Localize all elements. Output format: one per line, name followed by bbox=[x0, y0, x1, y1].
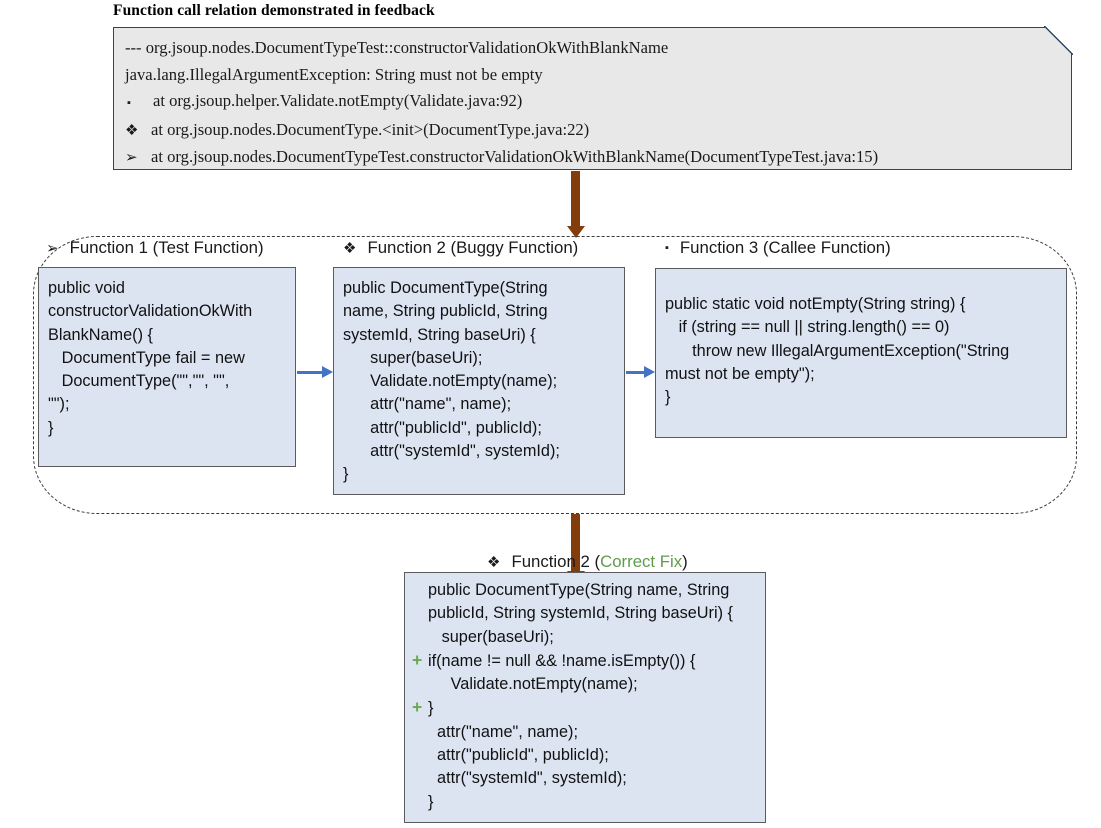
fix-code-text: } bbox=[428, 699, 434, 718]
fix-code-line: attr("name", name); bbox=[412, 721, 765, 744]
fix-code-line: +} bbox=[412, 696, 765, 720]
arrowhead-bullet-icon: ➢ bbox=[46, 240, 59, 257]
feedback-callout-box: --- org.jsoup.nodes.DocumentTypeTest::co… bbox=[113, 26, 1072, 172]
feedback-header-line-1: java.lang.IllegalArgumentException: Stri… bbox=[125, 64, 543, 84]
function-2-label-text: Function 2 (Buggy Function) bbox=[367, 238, 579, 257]
function-1-label: ➢ Function 1 (Test Function) bbox=[46, 238, 264, 258]
diamond-bullet-icon: ❖ bbox=[343, 240, 357, 257]
correct-fix-label-suffix: ) bbox=[682, 552, 688, 571]
function-3-label-text: Function 3 (Callee Function) bbox=[679, 238, 891, 257]
correct-fix-tag: Correct Fix bbox=[600, 552, 683, 571]
stack-frame-1: ❖ at org.jsoup.nodes.DocumentType.<init>… bbox=[125, 117, 1062, 145]
fix-code-line: attr("publicId", publicId); bbox=[412, 744, 765, 767]
stack-frame-text: at org.jsoup.nodes.DocumentTypeTest.cons… bbox=[151, 147, 879, 166]
fix-code-text: public DocumentType(String name, String bbox=[428, 581, 730, 599]
function-2-code-box: public DocumentType(String name, String … bbox=[333, 267, 625, 495]
square-bullet-icon: ▪ bbox=[665, 242, 669, 254]
function-3-code-box: public static void notEmpty(String strin… bbox=[655, 268, 1067, 438]
diamond-bullet-icon: ❖ bbox=[125, 122, 139, 139]
fix-code-line: + if(name != null && !name.isEmpty()) { bbox=[412, 649, 765, 673]
arrowhead-bullet-icon: ➢ bbox=[125, 150, 138, 166]
page-title: Function call relation demonstrated in f… bbox=[113, 2, 435, 19]
function-1-label-text: Function 1 (Test Function) bbox=[69, 238, 264, 257]
down-arrow-feedback-to-functions-icon bbox=[566, 171, 585, 238]
feedback-header-line-0: --- org.jsoup.nodes.DocumentTypeTest::co… bbox=[125, 38, 669, 57]
arrowhead-icon bbox=[566, 226, 585, 238]
fix-code-line: publicId, String systemId, String baseUr… bbox=[412, 602, 765, 625]
correct-fix-label-prefix: Function 2 ( bbox=[511, 552, 601, 571]
stack-frame-0: ▪ at org.jsoup.helper.Validate.notEmpty(… bbox=[125, 88, 1062, 117]
stack-frame-text: at org.jsoup.helper.Validate.notEmpty(Va… bbox=[153, 91, 523, 110]
fix-code-text: attr("publicId", publicId); bbox=[428, 746, 609, 765]
arrowhead-icon bbox=[644, 366, 655, 379]
function-3-label: ▪ Function 3 (Callee Function) bbox=[665, 238, 891, 258]
fix-code-line: public DocumentType(String name, String bbox=[412, 579, 765, 602]
fix-code-text: publicId, String systemId, String baseUr… bbox=[428, 604, 733, 623]
diamond-bullet-icon: ❖ bbox=[487, 554, 501, 571]
fix-code-text: attr("name", name); bbox=[428, 722, 578, 741]
fix-code-text: Validate.notEmpty(name); bbox=[428, 675, 638, 694]
fix-code-line: } bbox=[412, 791, 765, 814]
correct-fix-code-box: public DocumentType(String name, String p… bbox=[404, 572, 766, 823]
fix-code-line: attr("systemId", systemId); bbox=[412, 767, 765, 790]
feedback-text: --- org.jsoup.nodes.DocumentTypeTest::co… bbox=[125, 35, 1062, 172]
correct-fix-label: ❖ Function 2 (Correct Fix) bbox=[487, 552, 688, 572]
stack-frame-2: ➢ at org.jsoup.nodes.DocumentTypeTest.co… bbox=[125, 144, 1062, 172]
callout-shape bbox=[113, 27, 1072, 170]
function-2-label: ❖ Function 2 (Buggy Function) bbox=[343, 238, 578, 258]
call-relation-group-container bbox=[33, 236, 1077, 514]
diff-added-plus-icon: + bbox=[412, 697, 423, 718]
function-1-code-box: public void constructorValidationOkWith … bbox=[38, 267, 296, 467]
fix-code-text: super(baseUri); bbox=[428, 627, 554, 646]
correct-fix-label-text: Function 2 (Correct Fix) bbox=[511, 552, 687, 572]
arrow-function-2-to-function-3-icon bbox=[626, 366, 655, 379]
fix-code-text: } bbox=[428, 792, 434, 811]
diff-added-plus-icon: + bbox=[412, 649, 423, 670]
arrowhead-icon bbox=[322, 366, 333, 379]
stack-frame-text: at org.jsoup.nodes.DocumentType.<init>(D… bbox=[151, 119, 590, 139]
fix-code-line: Validate.notEmpty(name); bbox=[412, 673, 765, 696]
fix-code-text: attr("systemId", systemId); bbox=[428, 769, 627, 788]
fix-code-line: super(baseUri); bbox=[412, 626, 765, 649]
square-bullet-icon: ▪ bbox=[127, 97, 131, 109]
fix-code-text: if(name != null && !name.isEmpty()) { bbox=[428, 651, 696, 670]
arrow-function-1-to-function-2-icon bbox=[297, 366, 333, 379]
